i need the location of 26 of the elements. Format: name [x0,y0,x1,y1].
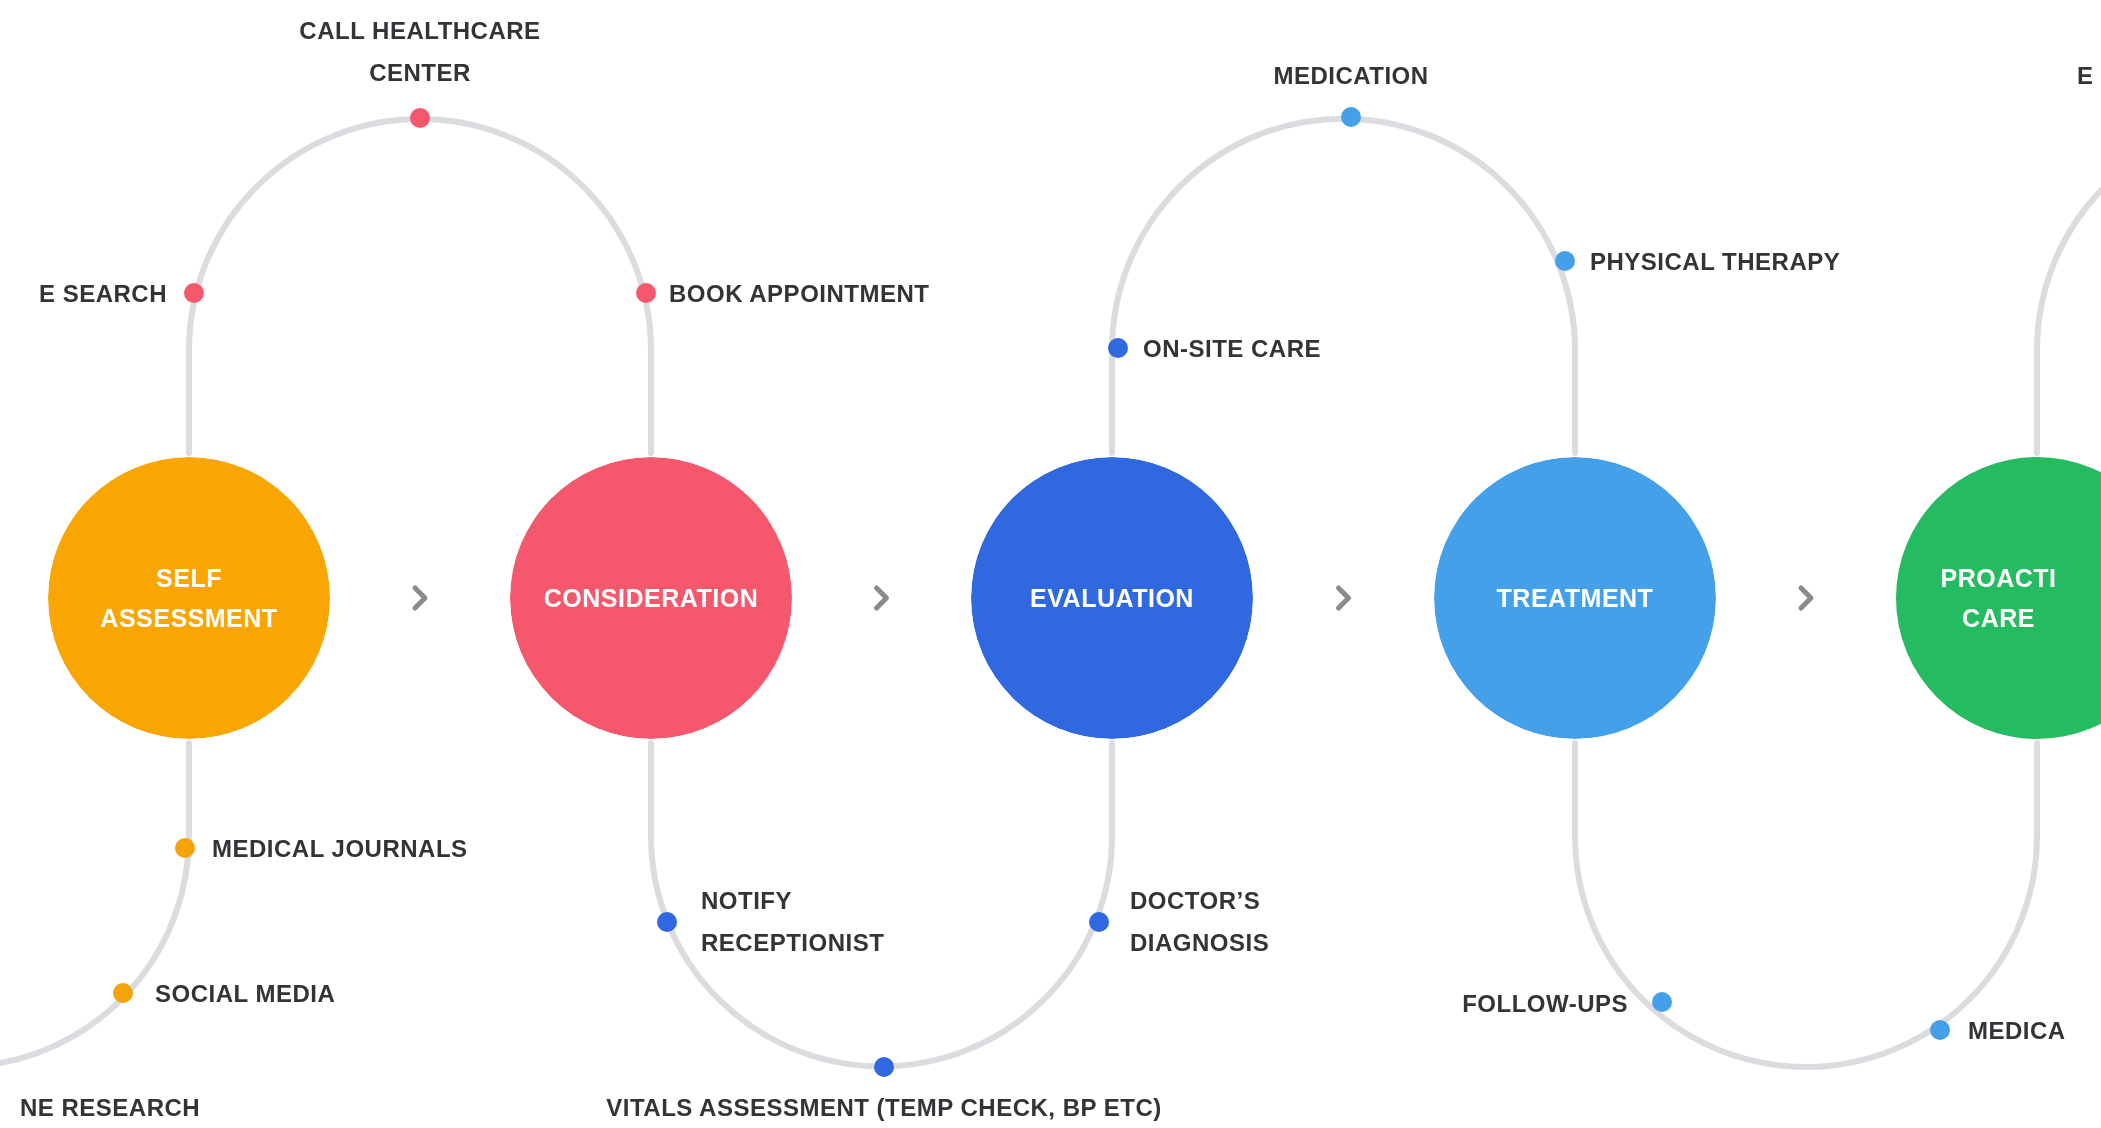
track-line [648,740,1115,1070]
stage-label: EVALUATION [1030,583,1194,614]
step-label: E SEARCH [38,279,167,309]
step-label: MEDICAL JOURNALS [212,834,468,864]
step-label: DOCTOR’S DIAGNOSIS [1130,886,1271,958]
step-label: SOCIAL MEDIA [155,979,336,1009]
step-label: PHYSICAL THERAPY [1590,247,1841,277]
track-line [1109,115,1578,456]
step-label: ON-SITE CARE [1143,334,1321,364]
step-label: MEDICATION [1273,61,1429,91]
stage-label: TREATMENT [1496,583,1654,614]
stage-label: CONSIDERATION [543,583,759,614]
step-label: NE RESEARCH [20,1093,201,1123]
stage-label: PROACTI CARE [1939,563,2058,634]
track-line [186,116,654,456]
step-label: FOLLOW-UPS [1462,989,1628,1019]
track-line [0,740,192,1067]
step-label: NOTIFY RECEPTIONIST [701,886,886,958]
track-line [2034,187,2101,456]
step-label: BOOK APPOINTMENT [669,279,930,309]
step-label: E [2077,61,2094,91]
track-line [1572,740,2040,1070]
stage-label: SELF ASSESSMENT [99,563,279,634]
step-label: CALL HEALTHCARE CENTER [298,16,542,88]
step-label: VITALS ASSESSMENT (TEMP CHECK, BP ETC) [606,1093,1162,1123]
step-label: MEDICA [1968,1016,2066,1046]
